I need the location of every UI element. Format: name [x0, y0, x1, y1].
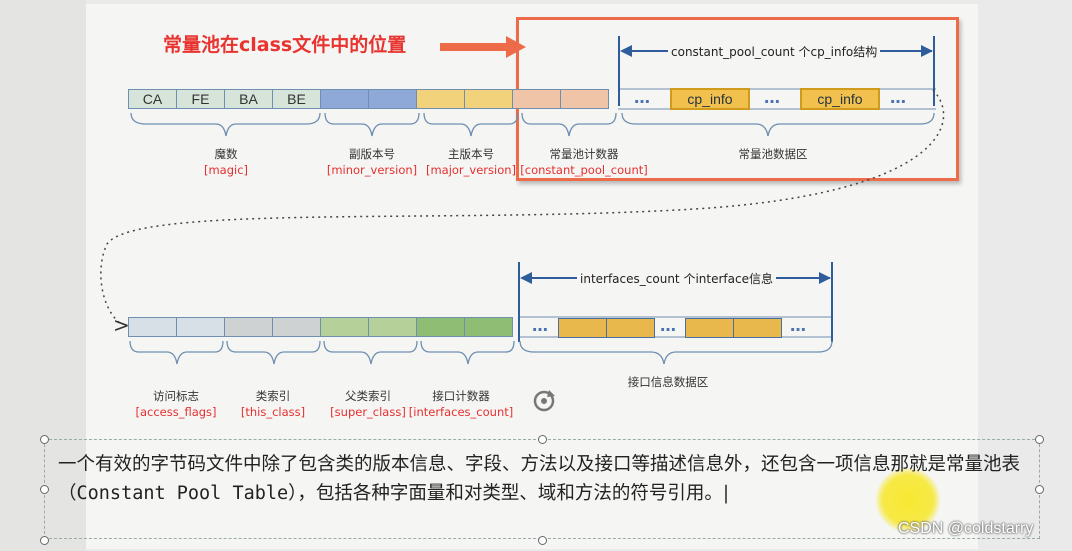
this-class-cell: [272, 317, 321, 337]
cp-info-box: cp_info: [670, 88, 750, 110]
access-flags-en-label: [access_flags]: [135, 405, 217, 419]
magic-cell: BA: [224, 89, 273, 109]
resize-handle[interactable]: [1035, 485, 1044, 494]
top-byte-row: CA FE BA BE: [128, 89, 609, 109]
access-flags-cell: [176, 317, 225, 337]
interface-entry: [558, 318, 655, 338]
resize-handle[interactable]: [538, 435, 547, 444]
cp-info-box: cp_info: [800, 88, 880, 110]
top-braces: [130, 112, 935, 137]
cp-count-span-label: constant_pool_count 个cp_info结构: [668, 43, 881, 60]
ellipsis: …: [532, 316, 551, 335]
major-version-en-label: [major_version]: [425, 163, 517, 177]
ellipsis: …: [764, 88, 783, 107]
magic-label: 魔数: [214, 147, 238, 161]
description-paragraph[interactable]: 一个有效的字节码文件中除了包含类的版本信息、字段、方法以及接口等描述信息外，还包…: [58, 450, 1033, 508]
paragraph-text: ），包括各种字面量和对类型、域和方法的符号引用。|: [288, 483, 730, 504]
interfaces-span-label: interfaces_count 个interface信息: [577, 270, 776, 287]
dotted-connector: [100, 89, 945, 325]
title-label: 常量池在class文件中的位置: [163, 34, 407, 56]
resize-handle[interactable]: [40, 485, 49, 494]
cp-count-en-label: [constant_pool_count]: [520, 163, 648, 177]
resize-handle[interactable]: [538, 536, 547, 545]
interfaces-count-en-label: [interfaces_count]: [408, 405, 514, 419]
cp-count-label: 常量池计数器: [549, 147, 619, 161]
this-class-cell: [224, 317, 273, 337]
row-start-arrow: >: [113, 313, 130, 337]
left-margin: [0, 0, 86, 551]
rotate-handle-icon[interactable]: [531, 388, 557, 414]
paragraph-text: 一个有效的字节码文件中除了包含类的版本信息、字段、方法以及接口等描述信息外，还包…: [58, 454, 1021, 504]
cp-data-label: 常量池数据区: [738, 147, 808, 161]
super-class-label: 父类索引: [345, 389, 391, 403]
interface-data-label: 接口信息数据区: [627, 375, 709, 389]
ellipsis: …: [634, 88, 653, 107]
major-version-label: 主版本号: [448, 147, 494, 161]
access-flags-label: 访问标志: [153, 389, 199, 403]
paragraph-code-text: Constant Pool Table: [76, 483, 289, 504]
super-class-cell: [368, 317, 417, 337]
this-class-label: 类索引: [255, 389, 291, 403]
resize-handle[interactable]: [40, 536, 49, 545]
pointer-arrow-icon: [440, 36, 526, 58]
bottom-braces: [129, 340, 833, 365]
interfaces-count-cell: [464, 317, 513, 337]
minor-version-en-label: [minor_version]: [326, 163, 418, 177]
ellipsis: …: [790, 316, 809, 335]
watermark: CSDN @coldstarry: [898, 520, 1034, 537]
minor-version-label: 副版本号: [349, 147, 395, 161]
ellipsis: …: [890, 88, 909, 107]
super-class-en-label: [super_class]: [330, 405, 406, 419]
resize-handle[interactable]: [40, 435, 49, 444]
this-class-en-label: [this_class]: [240, 405, 306, 419]
magic-en-label: [magic]: [203, 163, 249, 177]
access-flags-cell: [128, 317, 177, 337]
super-class-cell: [320, 317, 369, 337]
magic-cell: CA: [128, 89, 177, 109]
interfaces-count-cell: [416, 317, 465, 337]
bottom-byte-row: [128, 317, 513, 337]
interfaces-count-label: 接口计数器: [432, 389, 490, 403]
resize-handle[interactable]: [1035, 435, 1044, 444]
cursor-highlight: [876, 468, 940, 532]
magic-cell: BE: [272, 89, 321, 109]
cp-count-cell: [560, 89, 609, 109]
interface-entry: [685, 318, 782, 338]
ellipsis: …: [660, 316, 679, 335]
magic-cell: FE: [176, 89, 225, 109]
